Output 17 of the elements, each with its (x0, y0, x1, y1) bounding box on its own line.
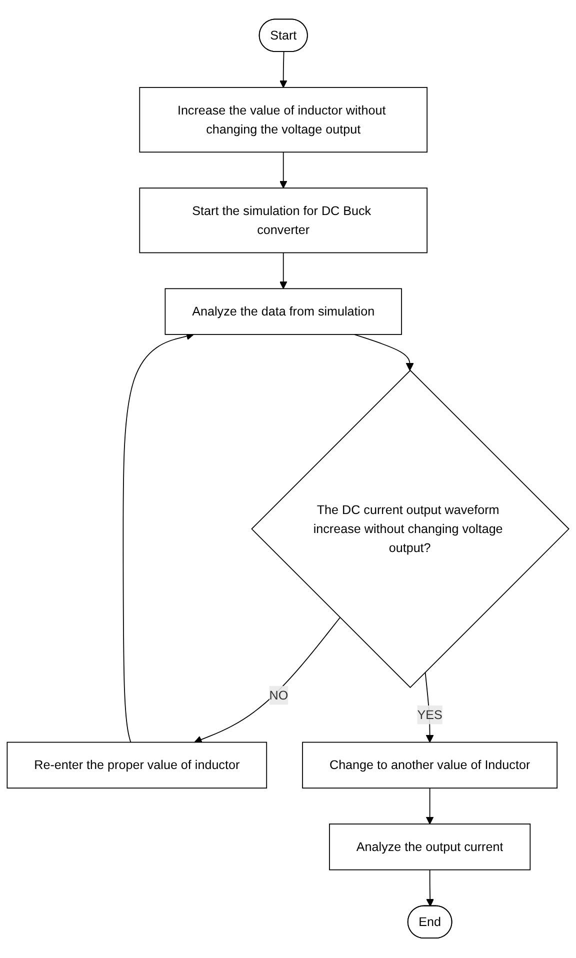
node-box: Change to another value of Inductor (302, 742, 558, 789)
node-diamond: The DC current output waveform increase without changing voltage output? (251, 370, 570, 688)
arrow (279, 152, 288, 189)
arrow (354, 334, 414, 372)
node-box: Increase the value of inductor without changing the voltage output (139, 87, 428, 153)
arrow (194, 618, 340, 744)
edge-label: YES (417, 708, 442, 722)
node-box: Re-enter the proper value of inductor (6, 742, 268, 789)
arrow (426, 870, 434, 907)
arrow (279, 52, 288, 88)
node-box: Analyze the data from simulation (164, 288, 402, 336)
arrow (122, 332, 194, 744)
arrow (426, 788, 434, 825)
edge-label: NO (269, 688, 288, 702)
node-box: Analyze the output current (329, 824, 531, 871)
node-box: Start the simulation for DC Buck converter (139, 188, 428, 254)
arrow (279, 252, 288, 290)
